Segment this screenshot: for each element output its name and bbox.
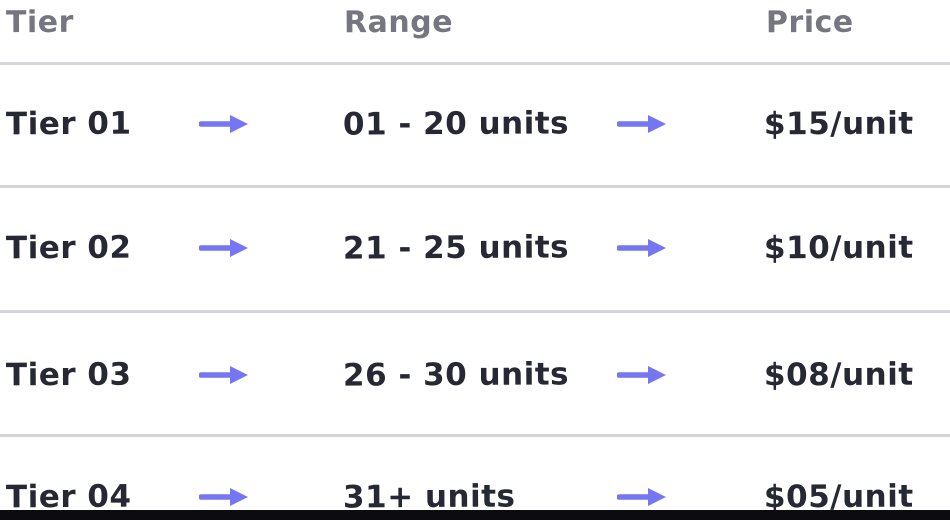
tier-label: Tier 01 [5, 105, 132, 143]
table-row: Tier 01 01 - 20 units $15/unit [0, 101, 950, 147]
arrow-right-icon [199, 488, 248, 506]
price-value: $08/unit [763, 356, 914, 394]
separator-line [0, 185, 950, 188]
column-header-tier: Tier [5, 4, 74, 41]
separator-line [0, 434, 950, 437]
arrow-right-icon [617, 239, 666, 257]
table-row: Tier 03 26 - 30 units $08/unit [0, 352, 950, 398]
bottom-edge-bar [0, 510, 950, 520]
arrow-right-icon [617, 115, 666, 133]
tier-label: Tier 02 [5, 229, 132, 267]
arrow-right-icon [199, 366, 248, 384]
column-header-range: Range [343, 4, 454, 41]
table-row: Tier 02 21 - 25 units $10/unit [0, 225, 950, 271]
price-value: $10/unit [763, 229, 914, 267]
range-value: 21 - 25 units [342, 229, 570, 267]
range-value: 01 - 20 units [342, 105, 570, 143]
arrow-right-icon [199, 239, 248, 257]
table-header-row: Tier Range Price [0, 0, 950, 46]
separator-line [0, 310, 950, 313]
price-value: $15/unit [763, 105, 914, 143]
separator-line [0, 62, 950, 65]
arrow-right-icon [617, 366, 666, 384]
range-value: 26 - 30 units [342, 356, 570, 394]
arrow-right-icon [199, 115, 248, 133]
arrow-right-icon [617, 488, 666, 506]
column-header-price: Price [765, 4, 854, 41]
tier-label: Tier 03 [5, 356, 132, 394]
table-row: Tier 04 31+ units $05/unit [0, 474, 950, 520]
